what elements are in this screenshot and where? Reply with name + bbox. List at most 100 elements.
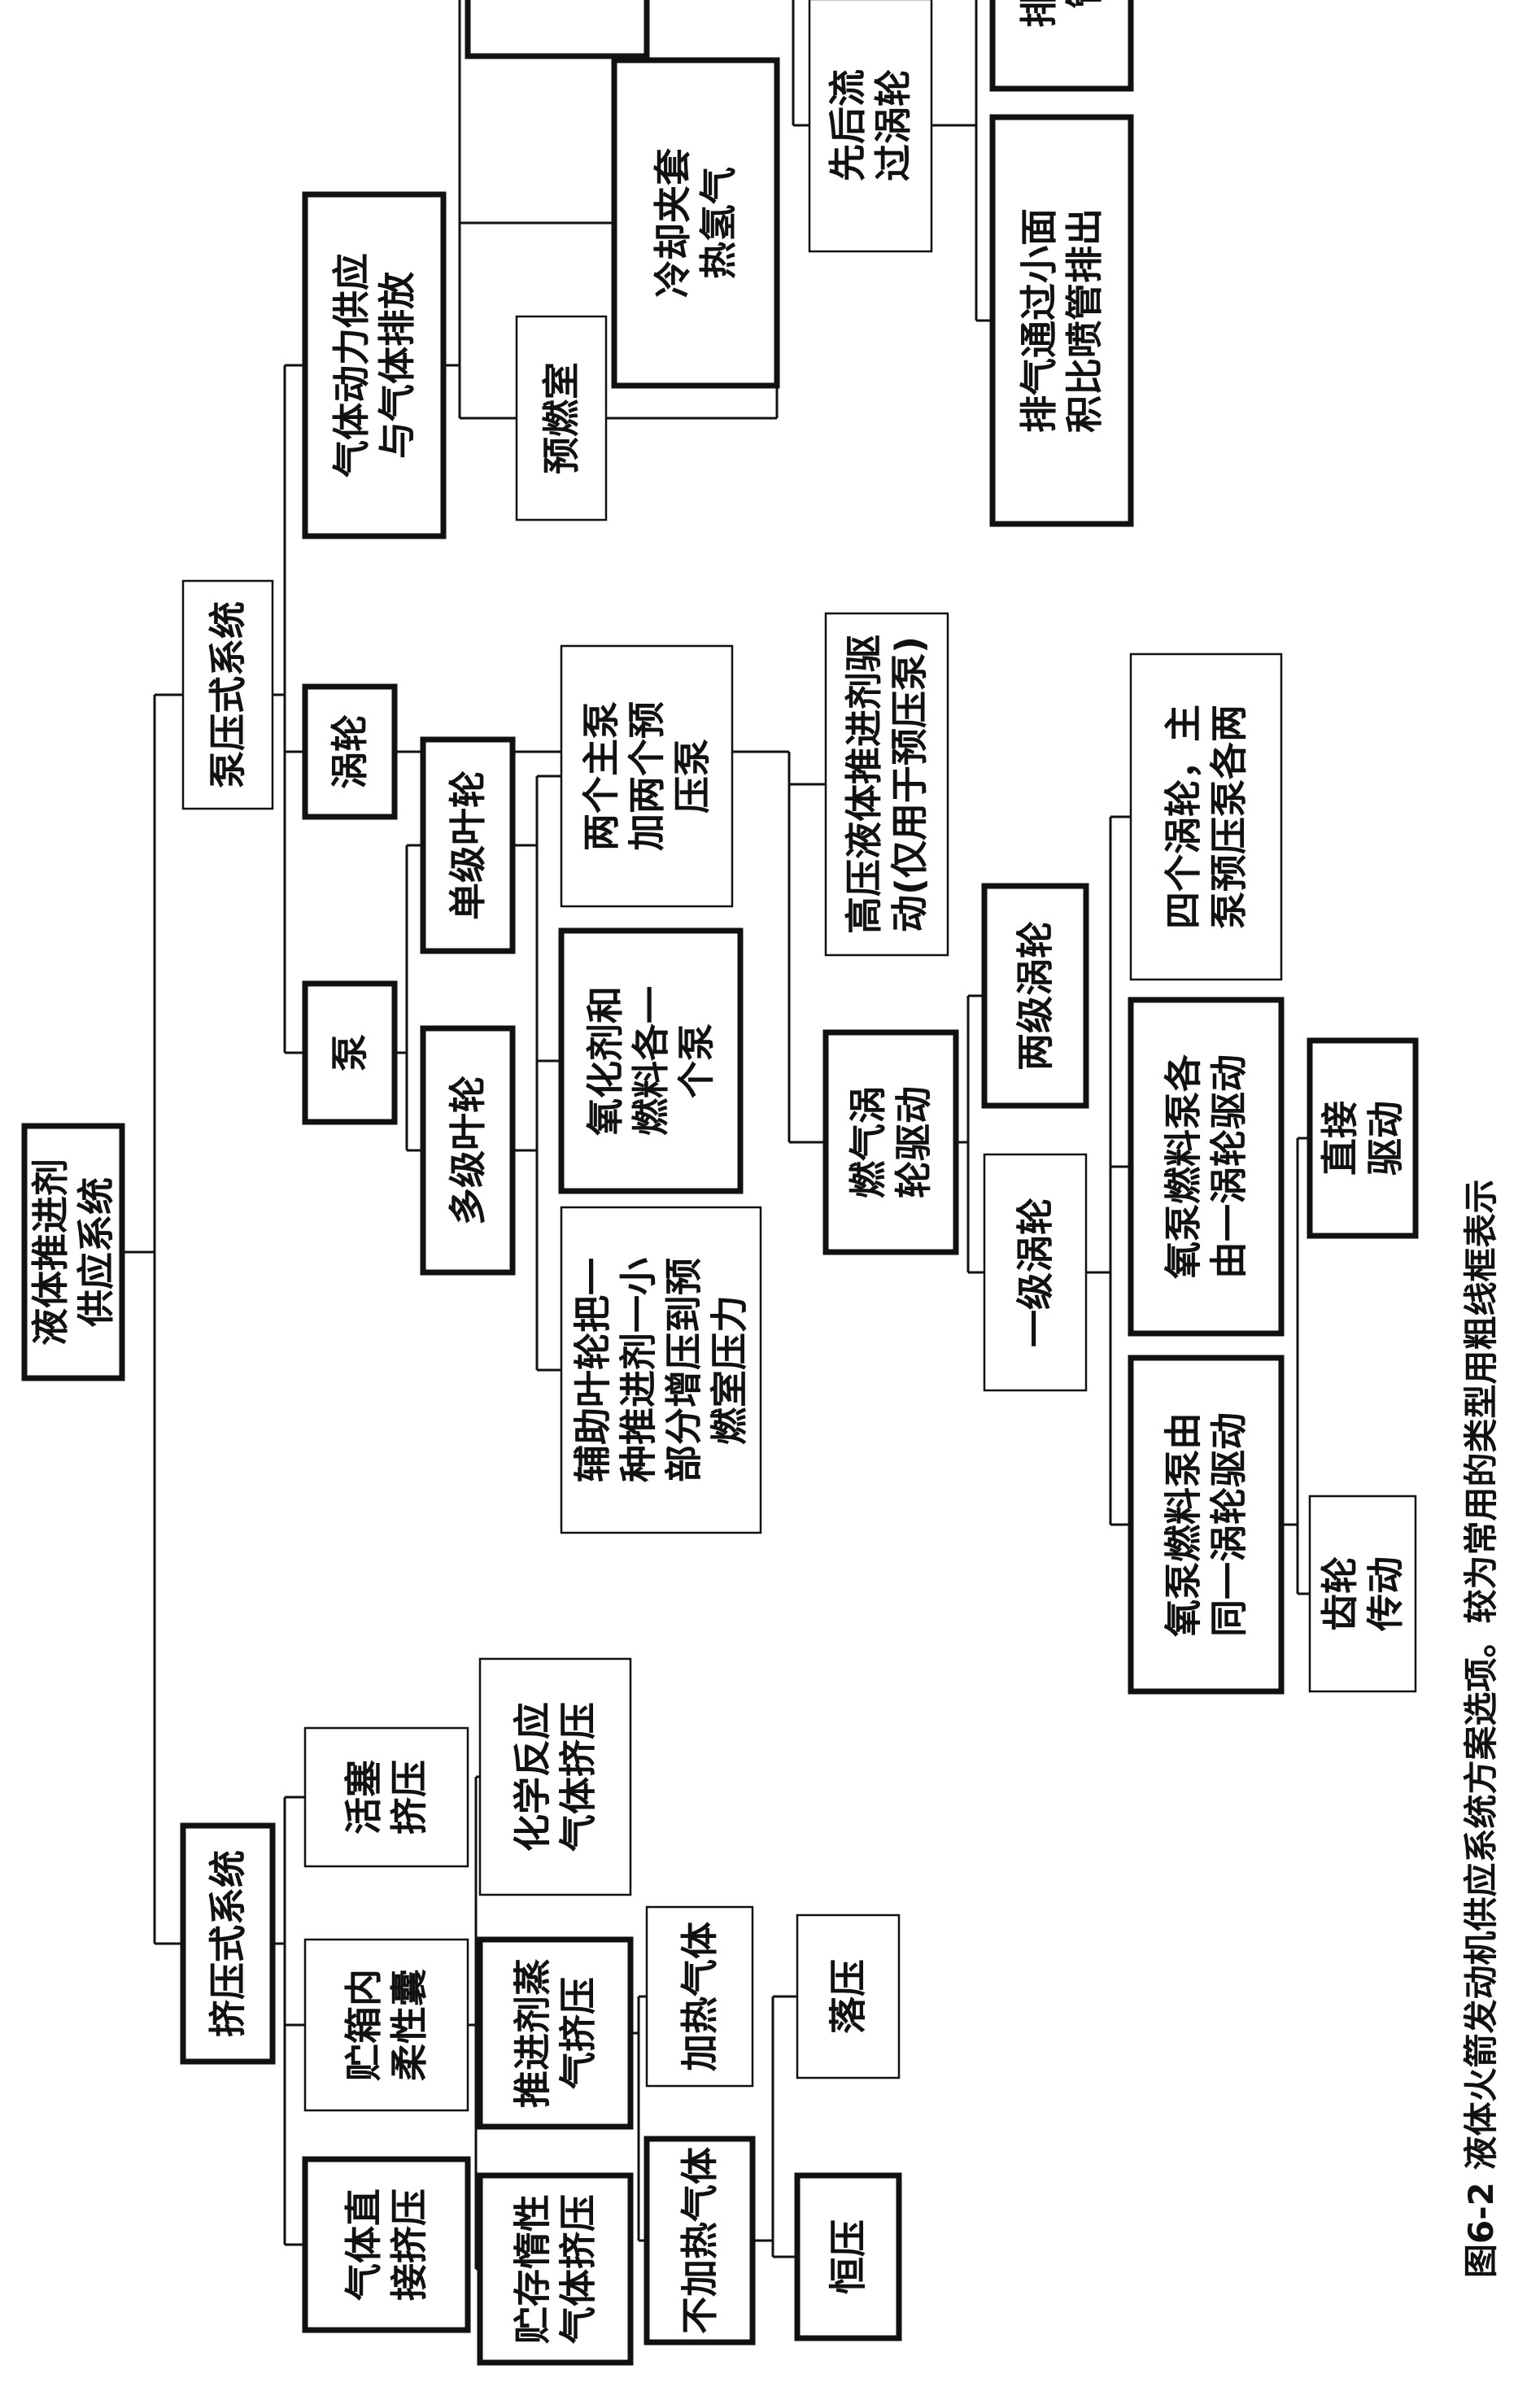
node-box [983, 1153, 1088, 1392]
node-label-line: 单级叶轮 [446, 770, 490, 920]
node-box [302, 683, 398, 820]
node-single-stage-impeller: 单级叶轮 [420, 736, 516, 954]
node-label-line: 挤压 [387, 1760, 431, 1835]
node-turbine: 涡轮 [302, 683, 398, 820]
node-label-line: 种推进剂一小 [617, 1258, 661, 1482]
node-pump-fed: 泵压式系统 [181, 579, 274, 810]
node-box [302, 980, 398, 1125]
node-direct-drive: 直接驱动 [1307, 1037, 1419, 1239]
node-label-line: 气体动力供应 [329, 253, 373, 478]
node-bladder: 贮箱内柔性囊 [303, 1938, 469, 2112]
node-label-line: 泵压式系统 [206, 601, 250, 788]
node-label-line: 动(仅用于预压泵) [888, 636, 931, 932]
node-label-line: 不加热气体 [678, 2147, 722, 2334]
figure-caption: 图6-2 液体火箭发动机供应系统方案选项。较为常用的类型用粗线框表示 [1461, 1179, 1501, 2278]
node-propellant-vapor: 推进剂蒸气挤压 [477, 1936, 634, 2130]
node-box [981, 883, 1089, 1109]
node-box [180, 1822, 276, 2065]
node-gas-power: 气体动力供应与气体排放 [302, 191, 447, 539]
node-label-line: 泵预压泵各两 [1207, 705, 1251, 929]
node-label-line: 齿轮 [1318, 1556, 1362, 1631]
node-one-turbine: 一级涡轮 [983, 1153, 1088, 1392]
node-label-line: 贮箱内 [342, 1969, 386, 2081]
node-label-line: 预燃室 [539, 362, 583, 474]
node-box [465, 0, 650, 59]
node-multi-stage-impeller: 多级叶轮 [420, 1025, 516, 1276]
node-four-turbines: 四个涡轮，主泵预压泵各两 [1129, 652, 1283, 981]
node-label-line: 燃料各一 [629, 986, 673, 1136]
node-box [989, 0, 1134, 92]
node-label-line: 辅助叶轮把一 [571, 1258, 615, 1482]
node-label-line: 气挤压 [556, 1977, 600, 2089]
node-label-line: 涡轮 [328, 714, 372, 789]
node-ox-fuel-one-pump: 氧化剂和燃料各一个泵 [558, 927, 744, 1194]
node-stored-inert: 贮存惰性气体挤压 [477, 2172, 634, 2366]
node-constant-pressure: 恒压 [794, 2172, 902, 2341]
node-box [822, 1029, 959, 1255]
node-label-line: 氧化剂和 [583, 986, 627, 1136]
node-two-turbines: 两级涡轮 [981, 883, 1089, 1109]
node-box [420, 736, 516, 954]
node-label-line: 贮存惰性 [511, 2194, 555, 2344]
node-label-line: 活塞 [342, 1760, 386, 1835]
node-blowdown: 落压 [796, 1914, 901, 2079]
node-box [824, 612, 949, 957]
node-label-line: 推进剂蒸 [511, 1958, 555, 2108]
node-box [303, 1726, 469, 1868]
node-label-line: 传动 [1363, 1556, 1407, 1632]
node-label-line: 恒压 [827, 2219, 870, 2294]
node-pressure-fed: 挤压式系统 [180, 1822, 276, 2065]
node-box [1129, 652, 1283, 981]
node-label-line: 两级涡轮 [1014, 921, 1058, 1071]
node-independent-gas-generator: 独立燃气发生器 [465, 0, 650, 59]
node-two-main-two-pre: 两个主泵加两个预压泵 [560, 644, 734, 908]
node-label-line: 部分增压到预 [662, 1258, 706, 1482]
node-label-line: 排气通过小面 [1017, 208, 1061, 433]
node-box [1307, 1037, 1419, 1239]
node-label-line: 挤压式系统 [206, 1850, 250, 2037]
node-box [477, 2172, 634, 2366]
node-label-line: 轮驱动 [892, 1086, 936, 1198]
node-box [611, 57, 780, 389]
node-same-turbine-drive: 氧泵燃料泵由同一涡轮驱动 [1128, 1355, 1285, 1695]
node-label-line: 气体直 [342, 2188, 386, 2301]
node-box [794, 2172, 902, 2341]
node-separate-turbine-drive: 氧泵燃料泵各由一涡轮驱动 [1128, 997, 1285, 1337]
node-label-line: 气体挤压 [556, 2194, 600, 2344]
node-label-line: 直接 [1318, 1101, 1362, 1176]
node-piston: 活塞挤压 [303, 1726, 469, 1868]
node-label-line: 气体挤压 [556, 1702, 600, 1852]
node-box [796, 1914, 901, 2079]
node-box [181, 579, 274, 810]
node-gas-direct: 气体直接挤压 [302, 2156, 471, 2333]
node-gas-turbine-drive: 燃气涡轮驱动 [822, 1029, 959, 1255]
node-box [515, 315, 608, 521]
node-series-turbines: 先后流过涡轮 [808, 0, 933, 253]
node-box [560, 1206, 762, 1534]
node-box [478, 1657, 632, 1896]
node-label-line: 多级叶轮 [446, 1076, 490, 1225]
node-label-line: 四个涡轮，主 [1162, 705, 1206, 929]
node-label-line: 化学反应 [511, 1702, 555, 1852]
node-box [21, 1123, 125, 1381]
node-box [989, 114, 1134, 527]
node-box [420, 1025, 516, 1276]
node-precombustor: 预燃室 [515, 315, 608, 521]
node-label-line: 氧泵燃料泵由 [1162, 1412, 1206, 1637]
node-exhaust-into-nozzle-expansion: 排气注入喷管扩张段 [989, 0, 1134, 92]
node-label-line: 个泵 [674, 1023, 718, 1098]
node-label-line: 排气注入喷 [1017, 0, 1061, 28]
node-label-line: 燃气涡 [846, 1086, 890, 1198]
node-label-line: 与气体排放 [375, 272, 419, 459]
node-root: 液体推进剂供应系统 [21, 1123, 125, 1381]
node-label-line: 供应系统 [74, 1177, 118, 1327]
node-chemical-reaction: 化学反应气体挤压 [478, 1657, 632, 1896]
node-label-line: 两个主泵 [579, 701, 623, 851]
node-box [558, 927, 744, 1194]
node-box [560, 644, 734, 908]
node-aux-impeller: 辅助叶轮把一种推进剂一小部分增压到预燃室压力 [560, 1206, 762, 1534]
node-label-line: 高压液体推进剂驱 [842, 635, 886, 934]
node-box [1128, 997, 1285, 1337]
node-box [643, 2136, 756, 2346]
